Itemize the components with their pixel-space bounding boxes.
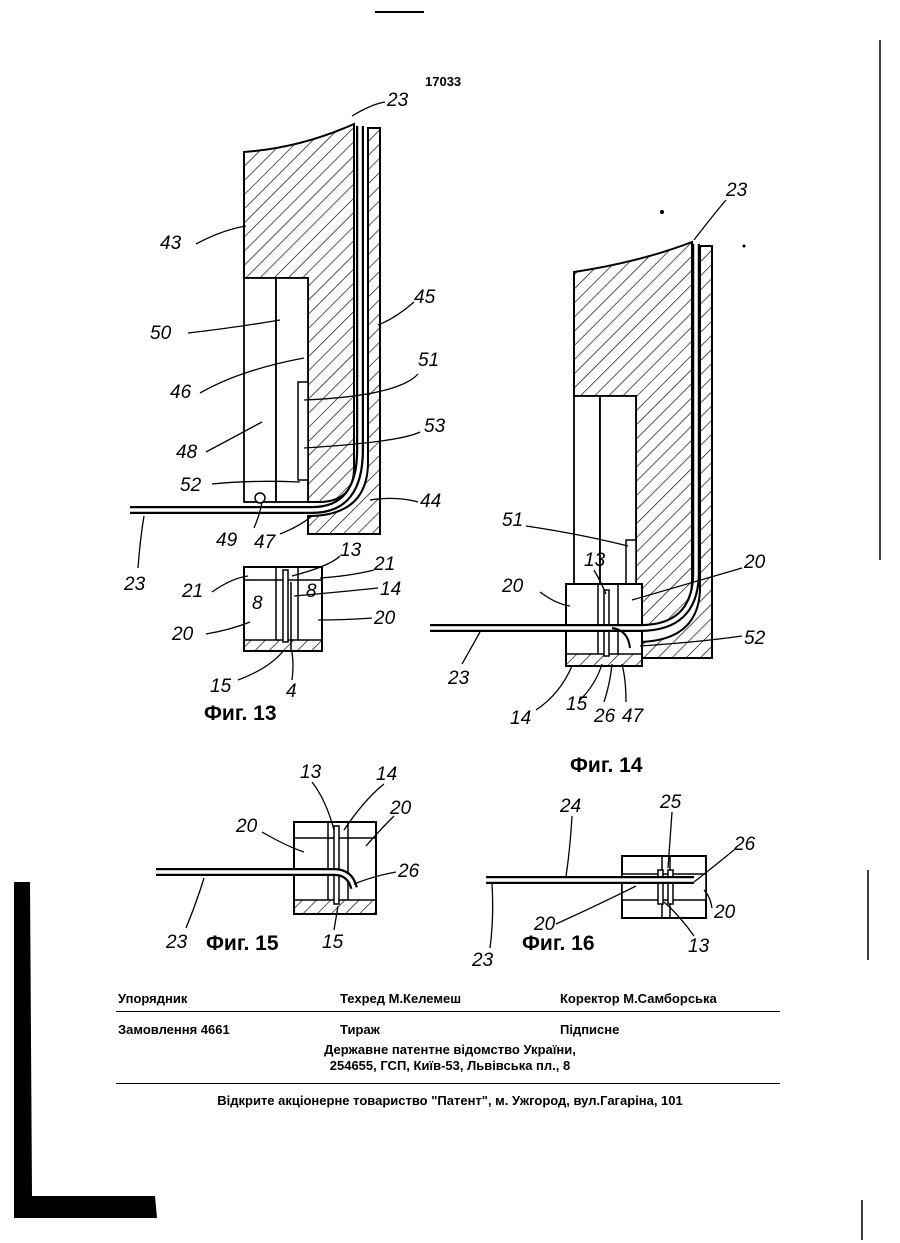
fig13-pin-13 <box>283 570 288 642</box>
fig16-label-23: 23 <box>471 950 494 971</box>
fig13-label-21-right: 21 <box>373 554 395 575</box>
fig14-label-20-right: 20 <box>743 552 766 573</box>
fig13-label-52: 52 <box>180 475 202 496</box>
colophon-corrector: Коректор М.Самборська <box>560 991 717 1006</box>
fig13-label-23-left: 23 <box>123 574 146 595</box>
colophon-order: Замовлення 4661 <box>118 1022 230 1037</box>
colophon-subscription: Підписне <box>560 1022 619 1037</box>
figure-13: 23 43 45 50 51 46 53 48 52 44 49 47 23 <box>123 90 446 725</box>
fig14-label-51: 51 <box>502 510 523 531</box>
fig16-label-24: 24 <box>559 796 581 817</box>
fig14-dot-1 <box>660 210 664 214</box>
fig15-labels: 13 14 20 20 26 23 15 <box>165 762 420 953</box>
fig16-label-13: 13 <box>688 936 710 957</box>
fig15-label-20-right: 20 <box>389 798 412 819</box>
fig15-label-14: 14 <box>376 764 397 785</box>
fig16-caption: Фиг. 16 <box>522 932 595 955</box>
fig16-pin-25 <box>668 870 673 904</box>
fig16-label-20-right: 20 <box>713 902 736 923</box>
fig13-label-14: 14 <box>380 579 401 600</box>
fig13-label-20-left: 20 <box>171 624 194 645</box>
colophon-publisher: Відкрите акціонерне товариство "Патент",… <box>140 1093 760 1108</box>
fig15-pin-13 <box>334 826 339 904</box>
fig15-label-13: 13 <box>300 762 322 783</box>
fig15-label-15: 15 <box>322 932 344 953</box>
fig13-label-4: 4 <box>286 681 297 702</box>
fig13-label-23-top: 23 <box>386 90 409 111</box>
fig14-caption: Фиг. 14 <box>570 754 643 777</box>
figure-14: 23 51 13 20 20 23 52 14 15 26 47 Фиг. 14 <box>430 180 766 777</box>
fig15-label-20-left: 20 <box>235 816 258 837</box>
fig13-label-13: 13 <box>340 540 362 561</box>
fig16-label-25: 25 <box>659 792 682 813</box>
fig15-caption: Фиг. 15 <box>206 932 279 955</box>
colophon-techeditor: Техред М.Келемеш <box>340 991 461 1006</box>
figure-16: 24 25 26 20 20 23 13 Фиг. 16 <box>471 792 756 971</box>
fig13-label-44: 44 <box>420 491 441 512</box>
fig13-label-43: 43 <box>160 233 182 254</box>
fig14-dot-2 <box>743 245 746 248</box>
fig16-pin-13 <box>658 870 663 904</box>
fig14-label-13: 13 <box>584 550 606 571</box>
fig15-label-26: 26 <box>397 861 420 882</box>
colophon-compiler: Упорядник <box>118 991 187 1006</box>
colophon-circulation: Тираж <box>340 1022 380 1037</box>
fig13-label-53: 53 <box>424 416 446 437</box>
fig13-label-20-right: 20 <box>373 608 396 629</box>
fig16-label-26: 26 <box>733 834 756 855</box>
scan-artifact-left <box>14 882 157 1218</box>
fig13-label-46: 46 <box>170 382 192 403</box>
page-number: 17033 <box>425 74 461 89</box>
figure-15: 13 14 20 20 26 23 15 Фиг. 15 <box>156 762 420 955</box>
fig14-label-47: 47 <box>622 706 645 727</box>
fig13-label-48: 48 <box>176 442 198 463</box>
fig15-label-23: 23 <box>165 932 188 953</box>
fig13-label-45: 45 <box>414 287 436 308</box>
colophon-office-line1: Державне патентне відомство України, <box>250 1042 650 1057</box>
fig14-label-14: 14 <box>510 708 531 729</box>
fig13-label-51: 51 <box>418 350 439 371</box>
fig13-label-15: 15 <box>210 676 232 697</box>
fig13-label-8-left: 8 <box>252 593 263 614</box>
colophon-rule-top <box>116 1011 780 1012</box>
fig13-label-50: 50 <box>150 323 172 344</box>
fig14-label-52: 52 <box>744 628 766 649</box>
fig14-pin-13 <box>604 590 609 656</box>
fig13-label-8-right: 8 <box>306 581 317 602</box>
fig13-part-51 <box>298 382 308 480</box>
fig13-caption: Фиг. 13 <box>204 702 277 725</box>
colophon-office-line2: 254655, ГСП, Київ-53, Львівська пл., 8 <box>250 1058 650 1073</box>
fig13-hole-49 <box>255 493 265 503</box>
fig14-label-20-left: 20 <box>501 576 524 597</box>
fig14-label-15: 15 <box>566 694 588 715</box>
fig14-label-23-top: 23 <box>725 180 748 201</box>
fig13-insert-48 <box>244 278 276 502</box>
fig13-label-47: 47 <box>254 532 277 553</box>
fig14-label-26: 26 <box>593 706 616 727</box>
fig13-label-21-left: 21 <box>181 581 203 602</box>
fig14-label-23-left: 23 <box>447 668 470 689</box>
fig13-label-49: 49 <box>216 530 238 551</box>
colophon-rule-bottom <box>116 1083 780 1084</box>
